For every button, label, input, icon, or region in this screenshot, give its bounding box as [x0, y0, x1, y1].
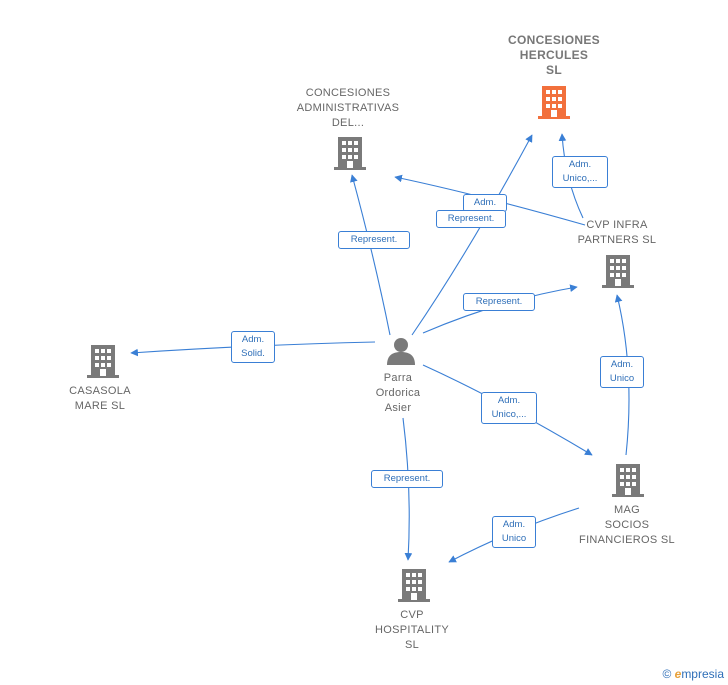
edge-label[interactable]: Adm. Unico,...	[481, 392, 537, 424]
edge-arrow	[350, 174, 391, 336]
node-label-casasola-mare[interactable]: CASASOLA MARE SL	[69, 385, 131, 412]
footer-brand: © empresia	[662, 667, 724, 681]
node-label-cvp-hospitality[interactable]: CVP HOSPITALITY SL	[375, 609, 449, 651]
edge-label[interactable]: Adm. Unico	[492, 516, 536, 548]
building-icon[interactable]	[612, 462, 644, 498]
building-icon[interactable]	[398, 567, 430, 603]
brand-logo-letter: e	[674, 667, 682, 681]
edge-label[interactable]: Adm. Unico,...	[552, 156, 608, 188]
edges-layer	[130, 133, 630, 563]
edge-label[interactable]: Represent.	[338, 231, 410, 249]
building-icon[interactable]	[334, 135, 366, 171]
edge-label[interactable]: Represent.	[371, 470, 443, 488]
node-label-concesiones-hercules[interactable]: CONCESIONES HERCULES SL	[508, 33, 600, 77]
edge-label[interactable]: Adm. Solid.	[231, 331, 275, 363]
edge-label[interactable]: Represent.	[436, 210, 506, 228]
brand-logo-text: mpresia	[681, 667, 724, 681]
person-icon[interactable]	[385, 335, 417, 367]
edge-arrow	[402, 417, 413, 561]
node-label-cvp-infra-partners[interactable]: CVP INFRA PARTNERS SL	[577, 219, 657, 246]
building-icon[interactable]	[602, 253, 634, 289]
edge-label[interactable]: Adm. Unico	[600, 356, 644, 388]
copyright-icon: ©	[662, 667, 672, 681]
node-label-person-parra-ordorica-asier[interactable]: Parra Ordorica Asier	[375, 372, 421, 414]
node-label-mag-socios-financieros[interactable]: MAG SOCIOS FINANCIEROS SL	[579, 504, 675, 546]
building-icon[interactable]	[538, 84, 570, 120]
edge-arrow	[411, 134, 533, 336]
edge-label[interactable]: Represent.	[463, 293, 535, 311]
node-label-concesiones-administrativas[interactable]: CONCESIONES ADMINISTRATIVAS DEL...	[296, 87, 400, 129]
building-icon[interactable]	[87, 343, 119, 379]
